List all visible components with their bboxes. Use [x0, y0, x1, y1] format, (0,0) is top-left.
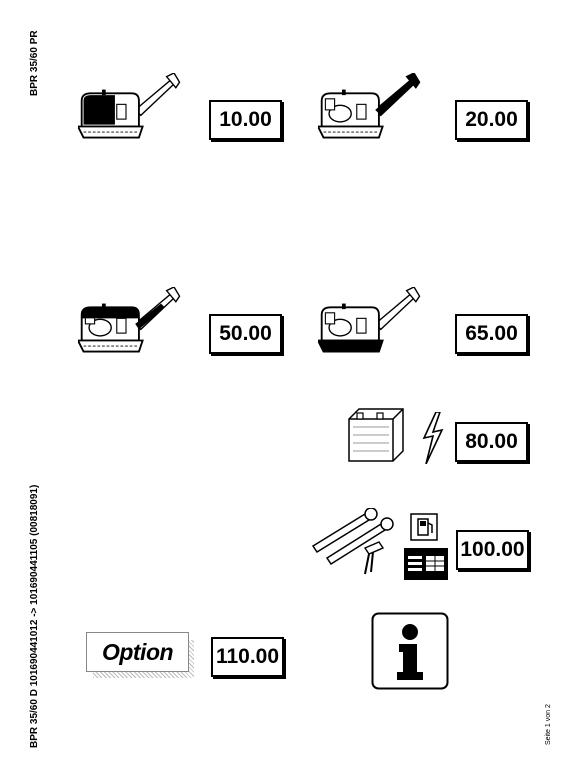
plate-compactor-handle-highlight-icon: [318, 72, 438, 157]
battery-icon: [345, 405, 407, 465]
option-label: Option: [86, 632, 189, 672]
model-header: BPR 35/60 PR: [29, 30, 40, 96]
lightning-icon: [422, 412, 444, 464]
fuel-pump-icon: [410, 513, 438, 541]
section-code-50: 50.00: [209, 314, 282, 354]
plate-compactor-frame-highlight-icon: [78, 286, 198, 371]
wrench-keys-icon: [307, 508, 397, 578]
section-code-65: 65.00: [455, 314, 528, 354]
section-code-80: 80.00: [455, 422, 528, 462]
section-code-10: 10.00: [209, 100, 282, 140]
section-code-110: 110.00: [211, 637, 284, 677]
info-icon: [371, 612, 449, 690]
page-indicator: Seite 1 von 2: [545, 704, 552, 745]
section-code-100: 100.00: [456, 530, 529, 570]
plate-compactor-baseplate-highlight-icon: [318, 286, 438, 371]
section-code-20: 20.00: [455, 100, 528, 140]
plate-compactor-engine-highlight-icon: [78, 72, 198, 157]
document-range-label: BPR 35/60 D 101690441012 -> 101690441105…: [29, 484, 40, 748]
manual-sheet-icon: [404, 548, 448, 580]
